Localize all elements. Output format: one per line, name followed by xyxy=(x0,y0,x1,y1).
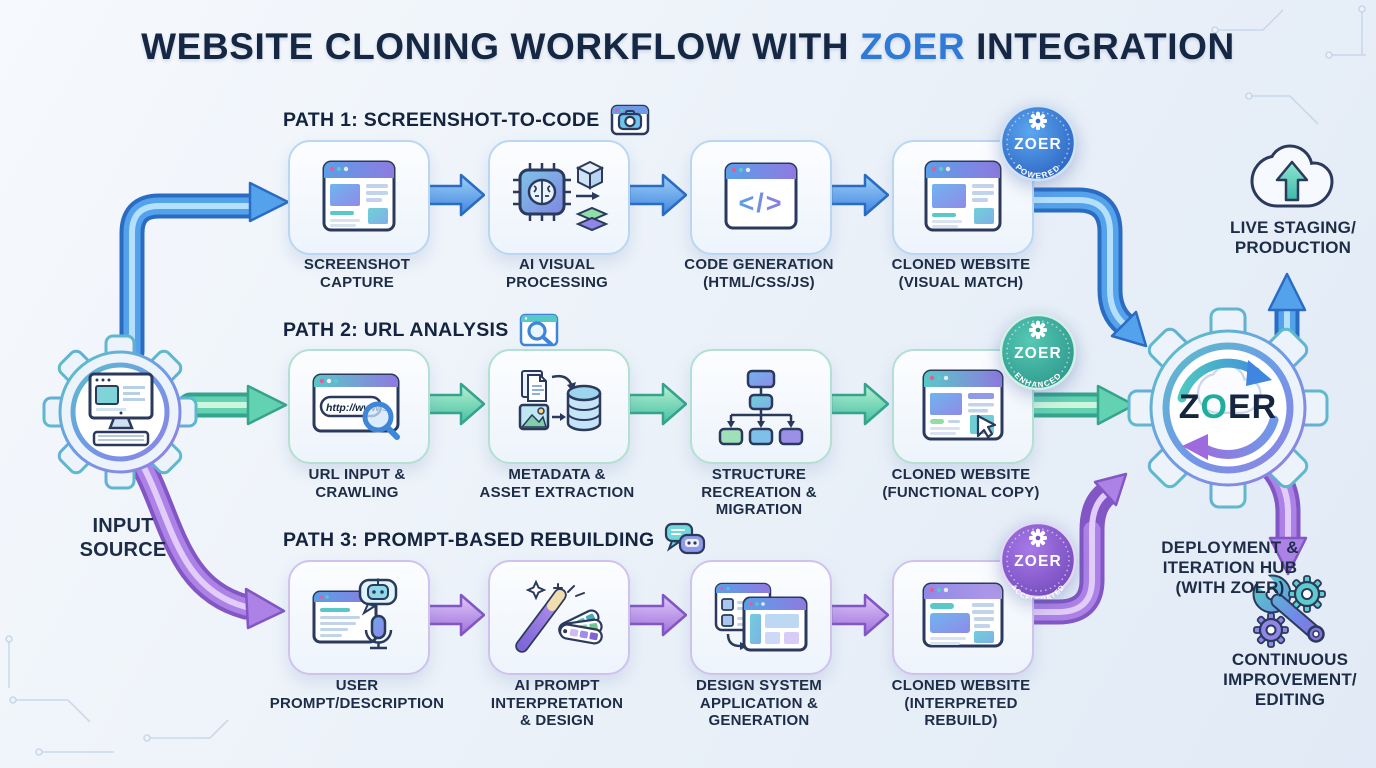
node-label: SCREENSHOT CAPTURE xyxy=(303,256,411,291)
improvement-label: CONTINUOUS IMPROVEMENT/ EDITING xyxy=(1223,650,1357,710)
node-label: AI VISUAL PROCESSING xyxy=(505,256,609,291)
prompt-robot-mic-icon xyxy=(312,577,398,649)
staging-label: LIVE STAGING/ PRODUCTION xyxy=(1229,218,1357,258)
hub-brand-er: ER xyxy=(1228,388,1278,426)
url-bar-magnifier-icon: http://www.s xyxy=(312,373,400,440)
zoer-enhanced-badge: ZOER ENHANCED xyxy=(999,313,1077,391)
path1-step-arrow xyxy=(427,173,485,217)
node-label: CLONED WEBSITE (FUNCTIONAL COPY) xyxy=(882,466,1040,501)
code-glyph: </> xyxy=(738,188,783,218)
path1-header-label: PATH 1: SCREENSHOT-TO-CODE xyxy=(283,108,600,131)
chat-bubbles-robot-icon xyxy=(664,522,705,555)
gear-small-purple-icon xyxy=(1253,612,1289,648)
cloud-upload-icon xyxy=(1250,144,1334,208)
node-label: DESIGN SYSTEM APPLICATION & GENERATION xyxy=(696,677,822,730)
sitemap-icon xyxy=(718,369,804,445)
cloned-site-purple-icon xyxy=(922,582,1004,647)
node-user-prompt xyxy=(288,560,430,675)
path2-header-label: PATH 2: URL ANALYSIS xyxy=(283,318,509,341)
path3-step-arrow xyxy=(629,593,687,637)
input-branch-arrow-path3 xyxy=(128,449,286,630)
screenshot-camera-icon xyxy=(610,104,649,136)
node-code-generation: </> xyxy=(690,140,832,255)
assets-database-icon xyxy=(518,369,602,431)
page-title: WEBSITE CLONING WORKFLOW WITH ZOER INTEG… xyxy=(0,26,1376,68)
node-label: METADATA & ASSET EXTRACTION xyxy=(479,466,635,501)
node-label: URL INPUT & CRAWLING xyxy=(308,466,406,501)
node-label: STRUCTURE RECREATION & MIGRATION xyxy=(701,466,817,519)
path1-to-hub-arrow xyxy=(1019,187,1148,348)
badge-brand: ZOER xyxy=(1014,553,1062,570)
node-label: USER PROMPT/DESCRIPTION xyxy=(269,677,445,712)
input-branch-arrow-path1 xyxy=(119,181,290,365)
node-cloned-website-visual xyxy=(892,140,1034,255)
path1-step-arrow xyxy=(629,173,687,217)
input-source-gear-icon xyxy=(42,334,198,490)
path2-step-arrow xyxy=(831,382,889,426)
hub-brand-wordmark: ZOER xyxy=(1163,388,1293,427)
node-label: AI PROMPT INTERPRETATION & DESIGN xyxy=(490,677,624,730)
ai-chip-brain-icon xyxy=(513,160,609,231)
cloned-site-icon xyxy=(924,160,1002,231)
title-prefix: WEBSITE CLONING WORKFLOW WITH xyxy=(141,26,850,67)
node-label: CODE GENERATION (HTML/CSS/JS) xyxy=(684,256,834,291)
node-design-system-application xyxy=(690,560,832,675)
path2-step-arrow xyxy=(629,382,687,426)
gear-icon xyxy=(1029,529,1047,547)
path2-step-arrow xyxy=(427,382,485,426)
badge-brand: ZOER xyxy=(1014,345,1062,362)
code-window-icon: </> xyxy=(724,162,798,229)
hub-label: DEPLOYMENT & ITERATION HUB (WITH ZOER) xyxy=(1161,538,1299,598)
zoer-powered-badge: ZOER POWERED xyxy=(999,104,1077,182)
url-search-icon xyxy=(519,313,558,347)
path3-step-arrow xyxy=(427,593,485,637)
hub-cloud-icon xyxy=(1196,364,1262,414)
path1-header: PATH 1: SCREENSHOT-TO-CODE xyxy=(283,102,651,138)
node-label: CLONED WEBSITE (VISUAL MATCH) xyxy=(891,256,1031,291)
sync-arrows-icon xyxy=(1177,358,1279,460)
node-ai-prompt-interpretation xyxy=(488,560,630,675)
input-source-label: INPUT SOURCE xyxy=(79,515,167,561)
node-screenshot-capture xyxy=(288,140,430,255)
hub-brand-o: O xyxy=(1200,388,1228,426)
title-suffix: INTEGRATION xyxy=(976,26,1235,67)
browser-window-icon xyxy=(322,160,396,231)
cloned-site-cursor-icon xyxy=(922,369,1004,440)
magic-wand-swatches-icon xyxy=(515,579,603,653)
node-label: CLONED WEBSITE (INTERPRETED REBUILD) xyxy=(891,677,1031,730)
path3-to-hub-arrow xyxy=(1019,472,1128,625)
node-metadata-extraction xyxy=(488,349,630,464)
zoer-accelerated-badge: ZOER ACCELERATED xyxy=(999,521,1077,604)
gear-icon xyxy=(1029,321,1047,339)
path2-header: PATH 2: URL ANALYSIS xyxy=(283,312,560,348)
hub-gear-icon xyxy=(1127,307,1329,509)
path2-to-hub-arrow xyxy=(1019,384,1136,426)
path3-header: PATH 3: PROMPT-BASED REBUILDING xyxy=(283,522,706,558)
badge-brand: ZOER xyxy=(1014,136,1062,153)
path3-header-label: PATH 3: PROMPT-BASED REBUILDING xyxy=(283,528,655,551)
title-brand: ZOER xyxy=(860,26,966,67)
node-structure-recreation xyxy=(690,349,832,464)
gear-small-teal-icon xyxy=(1288,575,1326,613)
node-url-input-crawling: http://www.s xyxy=(288,349,430,464)
gear-icon xyxy=(1029,112,1047,130)
node-ai-visual-processing xyxy=(488,140,630,255)
wrench-gears-icon xyxy=(1249,567,1326,648)
input-branch-arrow-path2 xyxy=(177,384,288,426)
desktop-computer-icon xyxy=(88,372,154,447)
path1-step-arrow xyxy=(831,173,889,217)
path3-step-arrow xyxy=(831,593,889,637)
hub-brand-z: Z xyxy=(1178,388,1201,426)
design-system-windows-icon xyxy=(714,582,808,651)
circuit-decoration xyxy=(5,5,1366,756)
